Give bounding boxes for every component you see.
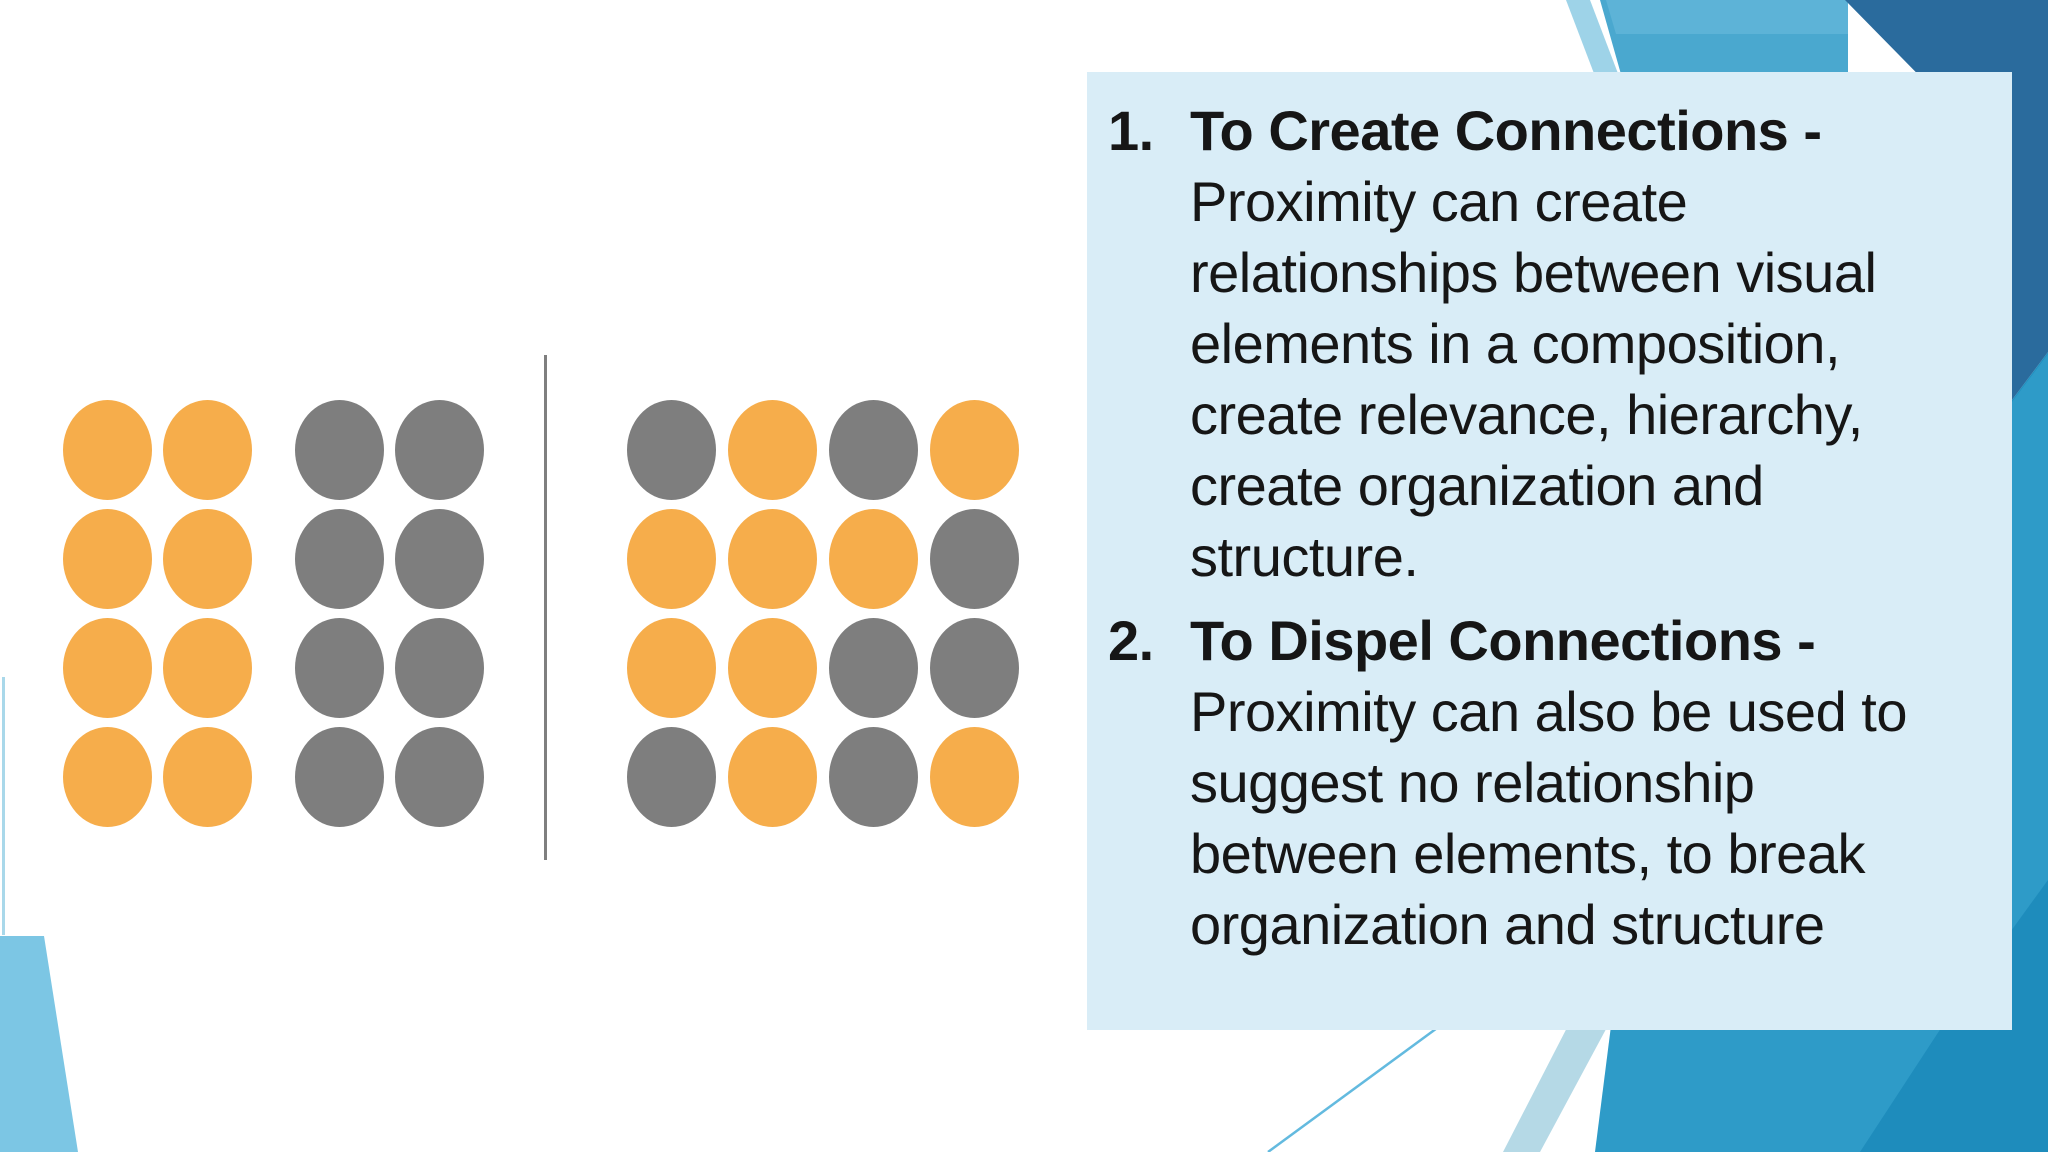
list-item-1: 1. To Create Connections - Proximity can… (1108, 95, 1994, 592)
dot-gray (395, 509, 484, 609)
dot-row (627, 618, 1019, 718)
dot-gray (930, 618, 1019, 718)
list-item-2-title: To Dispel Connections - (1190, 609, 1816, 672)
list-item-2-number: 2. (1108, 609, 1154, 672)
decor-top-right-medium-band-highlight (1606, 0, 1848, 34)
dot-row (63, 509, 484, 609)
decor-left-thin-line (2, 677, 5, 935)
dot-gray (829, 400, 918, 500)
dot-row (63, 618, 484, 718)
dot-orange (728, 727, 817, 827)
dot-orange (930, 400, 1019, 500)
dot-orange (163, 509, 252, 609)
dot-orange (627, 509, 716, 609)
list-item-1-title: To Create Connections - (1190, 99, 1822, 162)
dot-orange (63, 618, 152, 718)
dot-orange (728, 509, 817, 609)
decor-bottom-thin-line (1267, 1018, 1449, 1152)
dot-gray (295, 618, 384, 718)
dot-orange (728, 400, 817, 500)
list-item-2-body: Proximity can also be used to suggest no… (1190, 680, 1907, 956)
dot-gray (627, 400, 716, 500)
dot-gray (627, 727, 716, 827)
dot-orange (930, 727, 1019, 827)
dot-gray (295, 509, 384, 609)
dot-orange (163, 727, 252, 827)
dot-gray (829, 618, 918, 718)
dot-orange (163, 618, 252, 718)
dot-row (627, 727, 1019, 827)
dot-gray (930, 509, 1019, 609)
dot-orange (63, 727, 152, 827)
dot-grid-left (63, 400, 484, 836)
divider-line (544, 355, 547, 860)
dot-gray (829, 727, 918, 827)
dot-grid-right (627, 400, 1019, 836)
decor-top-right-light-band (1566, 0, 1622, 84)
dot-row (63, 727, 484, 827)
list-item-1-number: 1. (1108, 99, 1154, 162)
dot-orange (63, 400, 152, 500)
dot-orange (63, 509, 152, 609)
dot-row (627, 400, 1019, 500)
dot-gray (395, 727, 484, 827)
dot-row (627, 509, 1019, 609)
decor-bottom-right-sliver (1503, 1018, 1612, 1152)
text-panel: 1. To Create Connections - Proximity can… (1087, 72, 2012, 1030)
list-item-2: 2. To Dispel Connections - Proximity can… (1108, 605, 1994, 960)
dot-gray (295, 727, 384, 827)
dot-row (63, 400, 484, 500)
dot-orange (627, 618, 716, 718)
dot-gray (395, 400, 484, 500)
decor-bottom-left-wedge (0, 936, 78, 1152)
list-item-1-body: Proximity can create relationships betwe… (1190, 170, 1877, 588)
dot-gray (395, 618, 484, 718)
dot-orange (728, 618, 817, 718)
dot-orange (829, 509, 918, 609)
dot-orange (163, 400, 252, 500)
dot-gray (295, 400, 384, 500)
